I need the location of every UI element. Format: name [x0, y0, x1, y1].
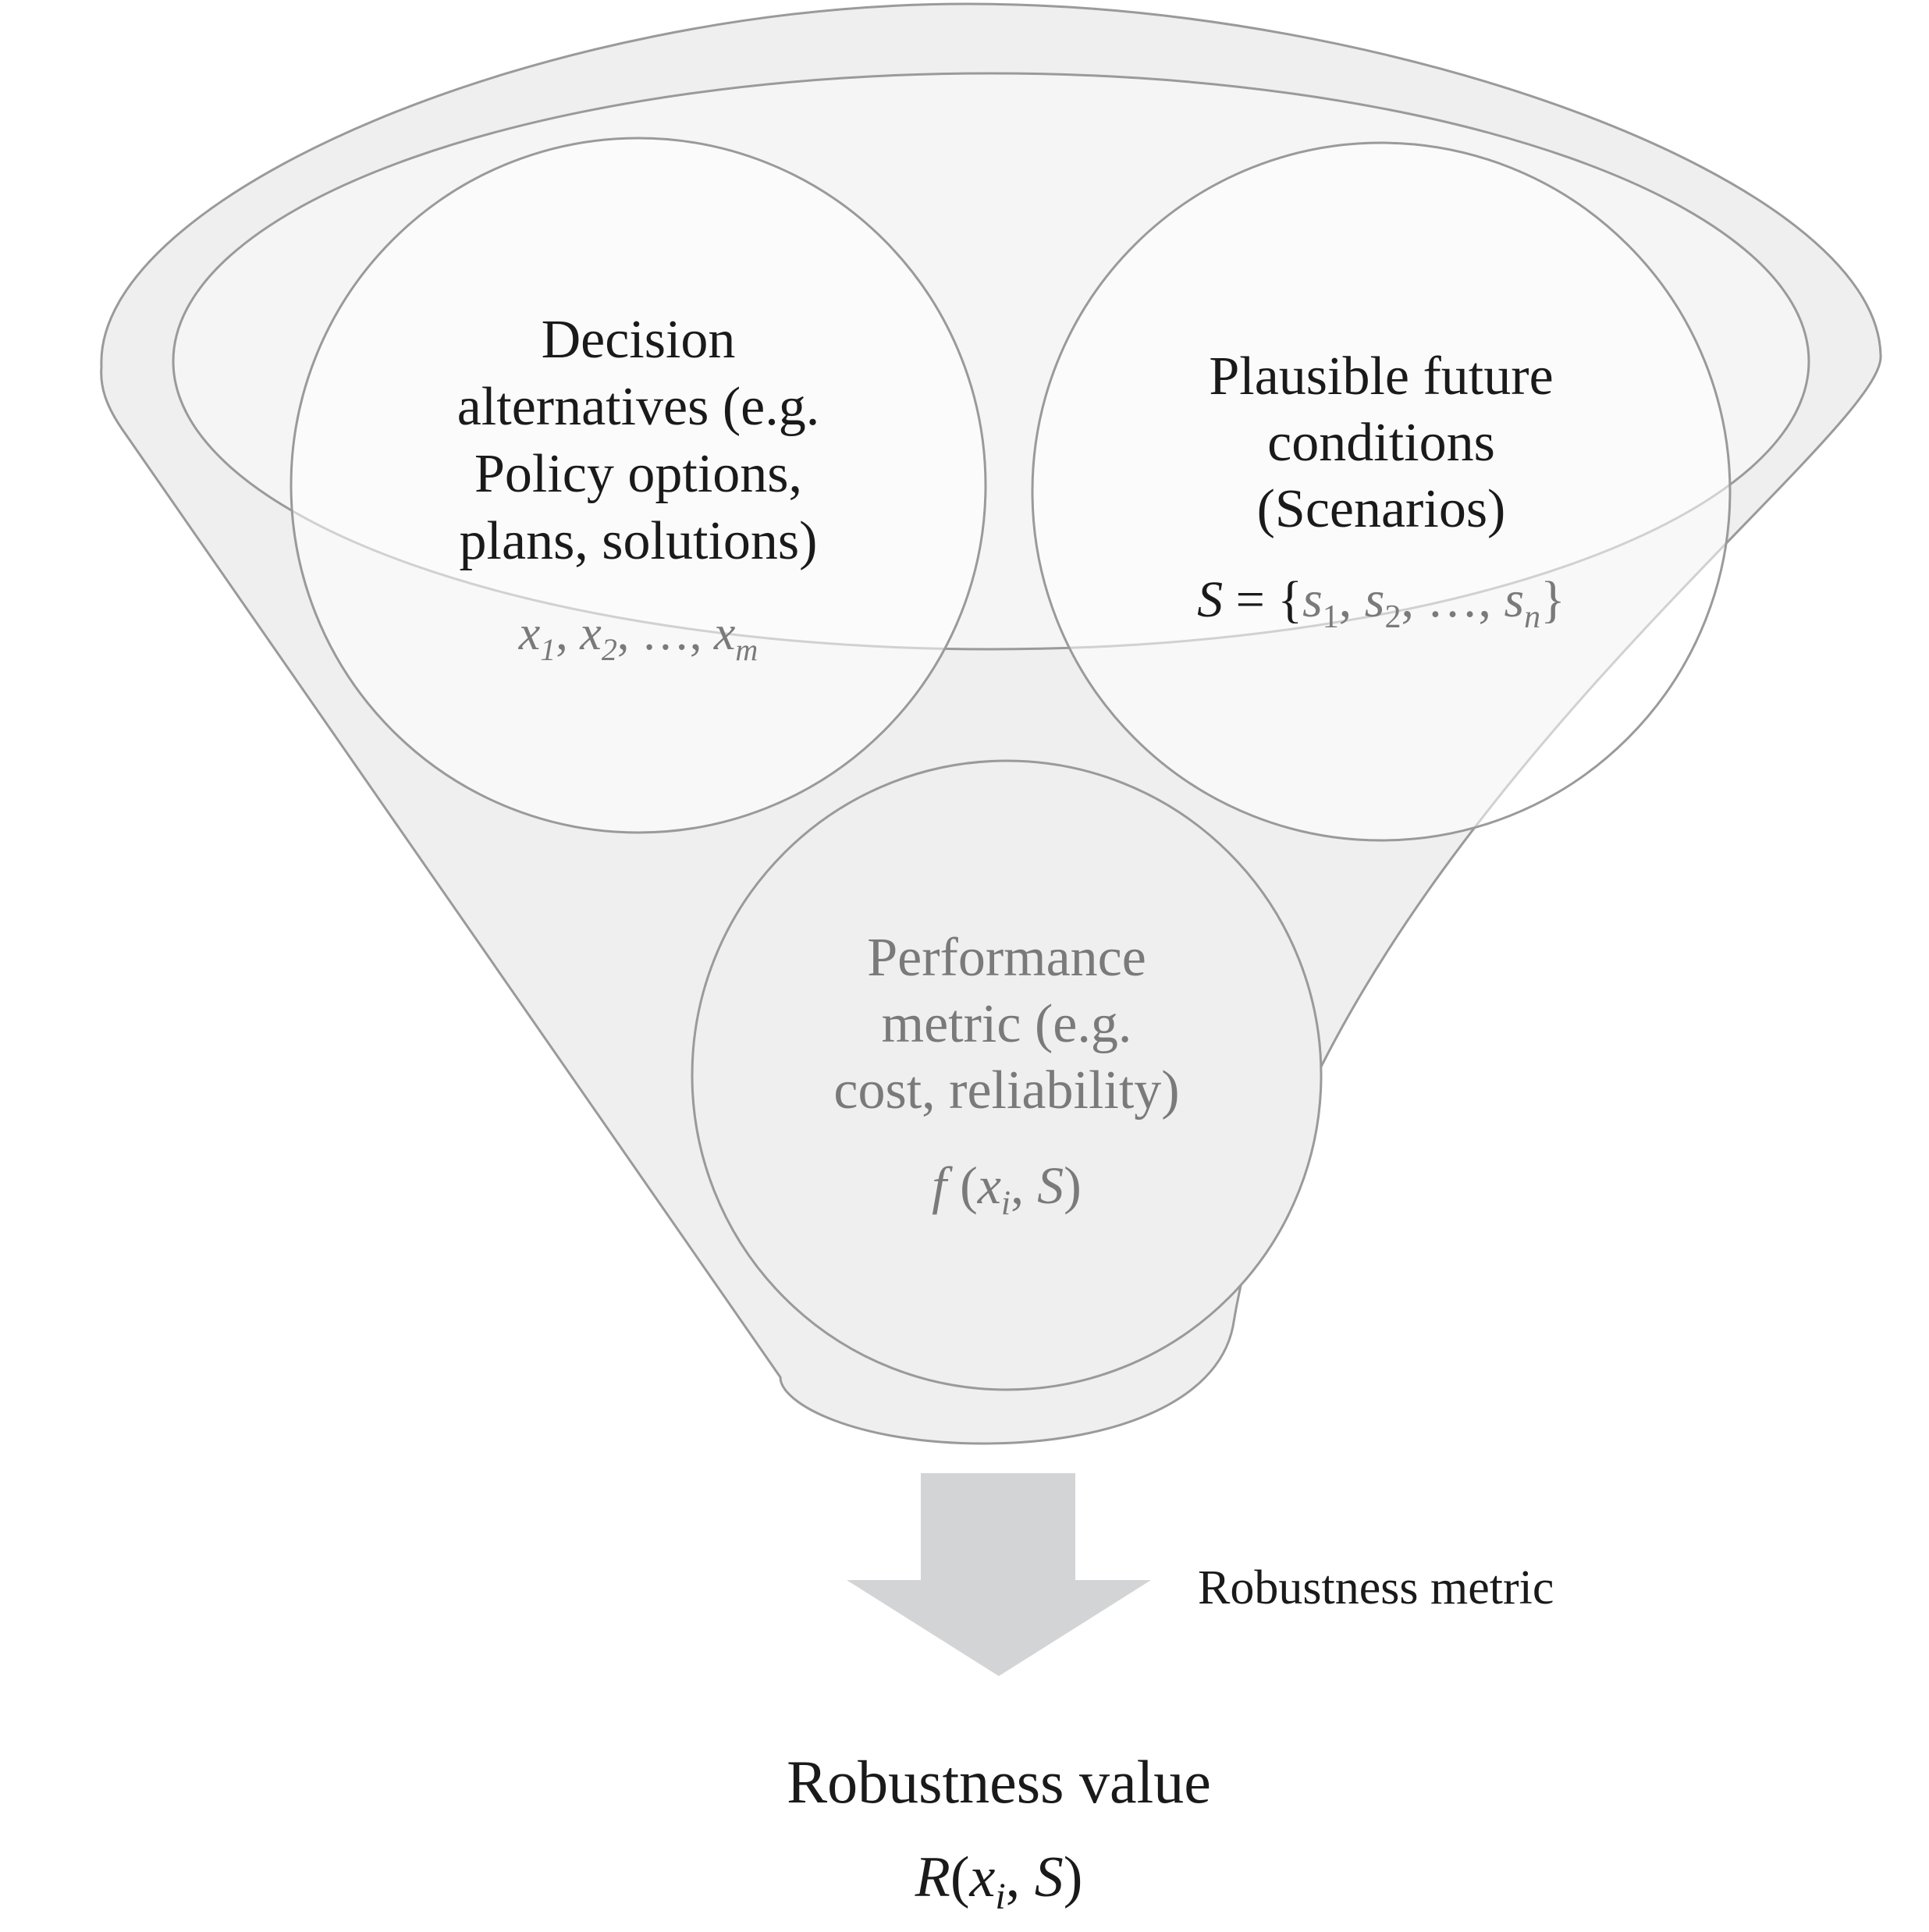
decision-line-3: Policy options, [474, 444, 802, 504]
scenario-line-3: (Scenarios) [1257, 479, 1506, 539]
robustness-value-formula: R(xi, S) [915, 1845, 1083, 1917]
scenarios-formula: S = {s1, s2, …, sn} [1197, 571, 1565, 635]
decision-line-2: alternatives (e.g. [457, 377, 820, 437]
robustness-metric-label: Robustness metric [1198, 1561, 1554, 1614]
decision-line-4: plans, solutions) [460, 511, 818, 571]
scenario-line-1: Plausible future [1209, 346, 1553, 407]
performance-line-1: Performance [867, 928, 1146, 988]
scenarios-circle [1031, 141, 1732, 842]
scenarios-label: Plausible future conditions (Scenarios) [1209, 346, 1553, 539]
performance-line-2: metric (e.g. [882, 994, 1132, 1054]
performance-metric-label: Performance metric (e.g. cost, reliabili… [833, 928, 1179, 1120]
performance-metric-circle [691, 759, 1323, 1391]
robustness-value-title: Robustness value [787, 1748, 1211, 1816]
down-arrow [847, 1473, 1151, 1676]
decision-line-1: Decision [542, 310, 736, 370]
scenario-line-2: conditions [1267, 413, 1495, 473]
performance-formula: f (xi, S) [932, 1156, 1082, 1222]
decision-alternatives-circle [290, 137, 987, 834]
decision-variables: x1, x2, …, xm [518, 607, 758, 667]
performance-line-3: cost, reliability) [833, 1060, 1179, 1120]
decision-alternatives-label: Decision alternatives (e.g. Policy optio… [457, 310, 820, 571]
